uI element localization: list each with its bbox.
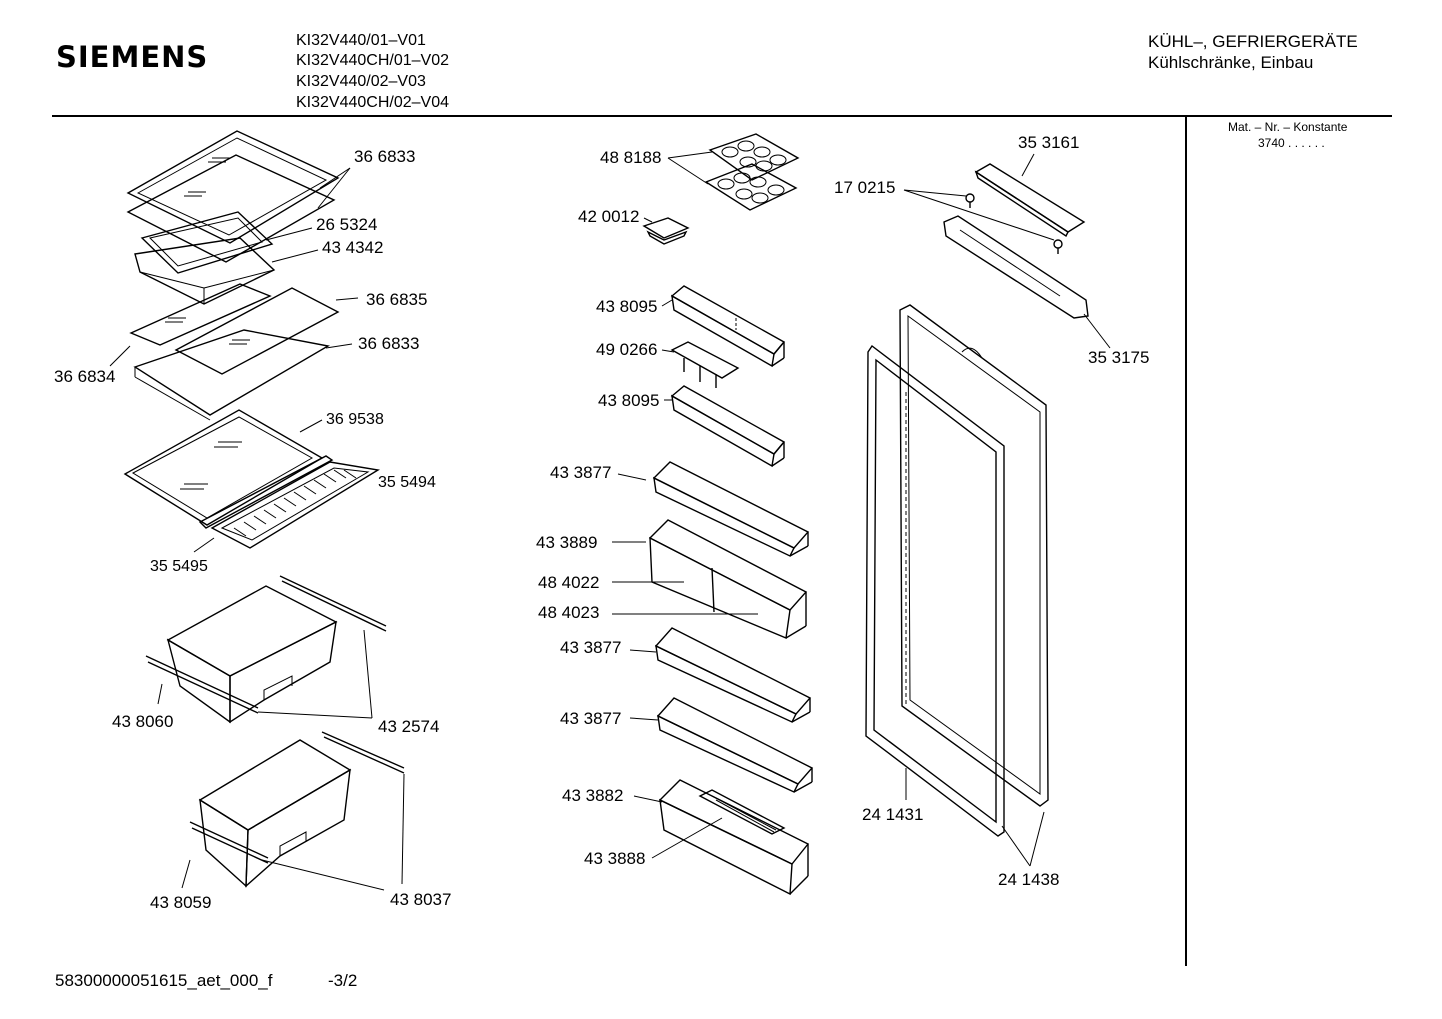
glass-shelf-top <box>126 130 340 244</box>
part-label-353161: 35 3161 <box>1018 133 1079 152</box>
part-label-484022: 48 4022 <box>538 573 599 592</box>
part-label-433889: 43 3889 <box>536 533 597 552</box>
door-balcony-1 <box>652 461 810 557</box>
door-shelf-small-lower <box>670 385 786 468</box>
model-number-1: KI32V440/01–V01 <box>296 32 426 49</box>
part-label-438060: 43 8060 <box>112 712 173 731</box>
part-label-366833-top: 36 6833 <box>354 147 415 166</box>
door-gasket <box>865 344 1005 837</box>
part-label-366833-mid: 36 6833 <box>358 334 419 353</box>
drawer-upper <box>145 575 387 724</box>
part-label-353175: 35 3175 <box>1088 348 1149 367</box>
part-label-484023: 48 4023 <box>538 603 599 622</box>
brand-logo: SIEMENS <box>56 40 209 74</box>
egg-tray-pair <box>704 133 800 211</box>
part-label-488188: 48 8188 <box>600 148 661 167</box>
split-glass-shelf <box>129 283 340 375</box>
page-number: -3/2 <box>328 971 358 990</box>
mat-nr-label: Mat. – Nr. – Konstante <box>1228 120 1348 134</box>
category-subtitle: Kühlschränke, Einbau <box>1148 53 1314 72</box>
drawer-lower <box>189 731 405 888</box>
glass-shelf-third <box>133 329 330 421</box>
bottle-balcony-lower <box>658 779 810 896</box>
part-label-433877-first: 43 3877 <box>550 463 611 482</box>
part-label-438037: 43 8037 <box>390 890 451 909</box>
part-label-433877-second: 43 3877 <box>560 638 621 657</box>
handle-cover <box>974 163 1086 238</box>
part-label-434342: 43 4342 <box>322 238 383 257</box>
door-balcony-3 <box>656 697 814 793</box>
model-number-2: KI32V440CH/01–V02 <box>296 52 449 69</box>
crisper-tray <box>134 237 276 305</box>
document-id: 58300000051615_aet_000_f <box>55 971 273 990</box>
part-label-366834: 36 6834 <box>54 367 115 386</box>
crisper-cover-frame <box>140 211 274 274</box>
part-label-369538: 36 9538 <box>326 411 384 428</box>
part-label-366835: 36 6835 <box>366 290 427 309</box>
part-label-432574: 43 2574 <box>378 717 439 736</box>
glass-shelf-large <box>123 409 324 526</box>
part-label-355494: 35 5494 <box>378 474 436 491</box>
part-label-433888: 43 3888 <box>584 849 645 868</box>
model-number-3: KI32V440/02–V03 <box>296 73 426 90</box>
part-label-438095-lower: 43 8095 <box>598 391 659 410</box>
part-label-438059: 43 8059 <box>150 893 211 912</box>
bottle-rack <box>198 455 380 549</box>
mat-nr-value: 3740 . . . . . . <box>1258 136 1325 150</box>
part-label-265324: 26 5324 <box>316 215 377 234</box>
part-label-241438: 24 1438 <box>998 870 1059 889</box>
door-shelf-small-upper <box>670 285 786 368</box>
door-hinge-rail <box>943 215 1089 319</box>
part-label-355495: 35 5495 <box>150 558 208 575</box>
part-label-433882: 43 3882 <box>562 786 623 805</box>
part-label-241431: 24 1431 <box>862 805 923 824</box>
part-label-433877-third: 43 3877 <box>560 709 621 728</box>
egg-holder-insert <box>670 341 740 388</box>
model-number-4: KI32V440CH/02–V04 <box>296 94 449 111</box>
butter-dish <box>642 217 690 245</box>
part-label-420012: 42 0012 <box>578 207 639 226</box>
hinge-screws <box>965 193 1063 254</box>
part-label-170215: 17 0215 <box>834 178 895 197</box>
part-label-438095-upper: 43 8095 <box>596 297 657 316</box>
category-title: KÜHL–, GEFRIERGERÄTE <box>1148 32 1358 51</box>
part-label-490266: 49 0266 <box>596 340 657 359</box>
bottle-balcony-with-dividers <box>648 519 808 639</box>
leader-lines <box>109 151 1111 891</box>
inner-door-panel <box>899 304 1049 807</box>
door-balcony-2 <box>654 627 812 723</box>
